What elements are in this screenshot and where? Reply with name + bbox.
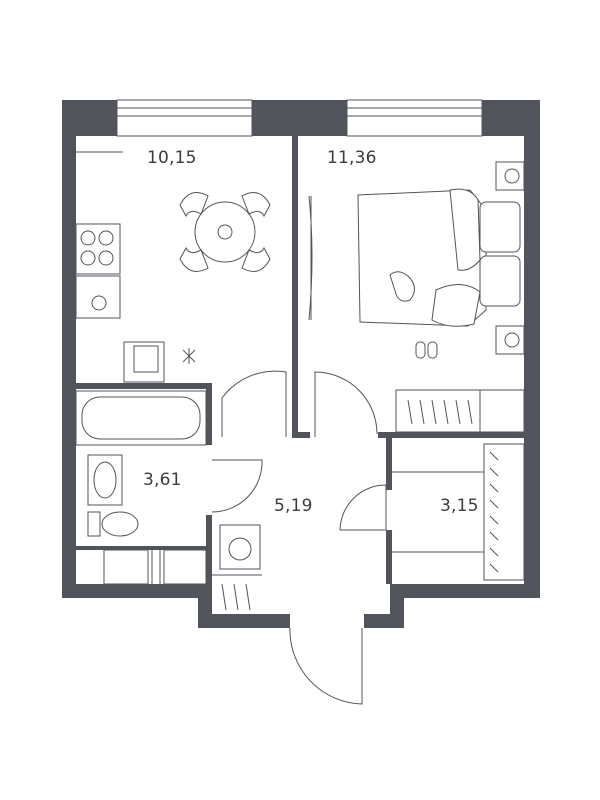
bedroom-area-label: 11,36 (327, 148, 377, 168)
kitchen-living-area-label: 10,15 (147, 148, 197, 168)
kitchen-furniture (75, 151, 271, 383)
bedroom-furniture (308, 161, 525, 433)
hallway-area-label: 5,19 (274, 496, 313, 516)
interior-walls (76, 136, 524, 584)
wardrobe-fixtures (392, 443, 525, 581)
hallway-fixtures (212, 524, 262, 611)
bathroom-area-label: 3,61 (143, 470, 182, 490)
outer-walls (62, 100, 540, 628)
windows (116, 99, 483, 137)
bathroom-fixtures (75, 390, 207, 585)
doors (211, 370, 387, 705)
wardrobe-area-label: 3,15 (440, 496, 479, 516)
